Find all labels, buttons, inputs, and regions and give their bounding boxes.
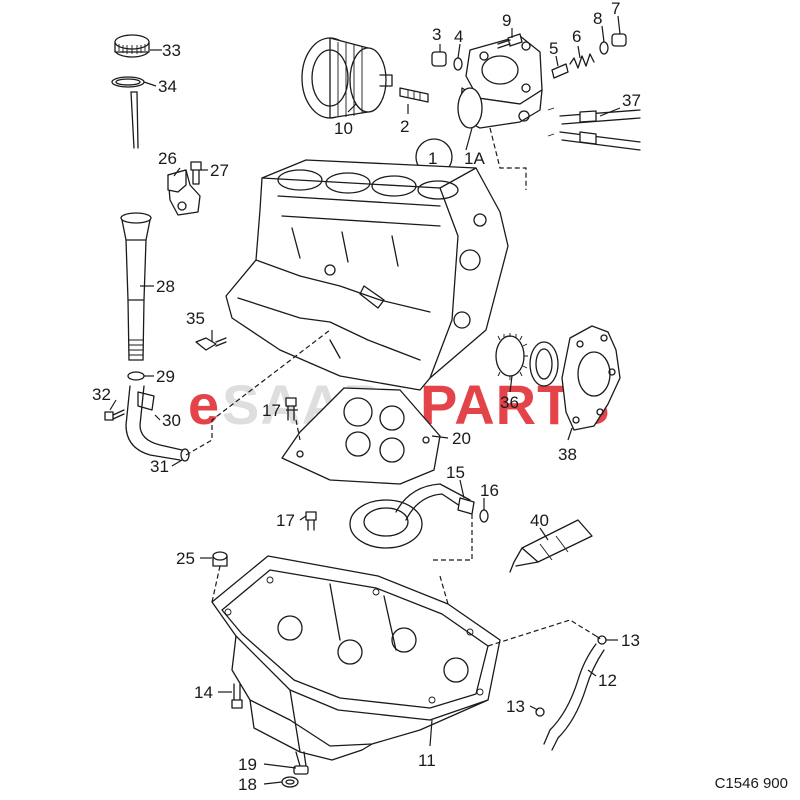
callout-7: 7: [611, 0, 620, 18]
callout-5: 5: [549, 39, 558, 58]
dipstick-bracket: [167, 169, 201, 216]
callout-29: 29: [156, 367, 175, 386]
callout-31: 31: [150, 457, 169, 476]
callout-13-upper: 13: [621, 631, 640, 650]
dipstick-tube: [120, 212, 152, 361]
crankshaft-gear: [495, 333, 528, 380]
pan-bolt: [231, 683, 243, 709]
bracket-bolt: [190, 161, 202, 185]
callout-13-lower: 13: [506, 697, 525, 716]
dipstick-lower-tube: [125, 385, 190, 462]
callout-10: 10: [334, 119, 353, 138]
o-ring: [111, 76, 145, 88]
callout-11: 11: [418, 751, 436, 770]
oil-pressure-switch: [195, 337, 227, 351]
plug-washer-8: [599, 41, 609, 55]
callout-1a: 1A: [464, 149, 485, 168]
callout-30: 30: [162, 411, 181, 430]
dipstick-rod: [130, 91, 139, 149]
tube-o-ring: [127, 371, 145, 381]
callout-6: 6: [572, 27, 581, 46]
oil-filter-housing: [457, 35, 543, 129]
callout-28: 28: [156, 277, 175, 296]
leader-lines: [109, 15, 621, 785]
callout-12: 12: [598, 671, 617, 690]
hose-clamp-upper: [597, 635, 607, 645]
callout-33: 33: [162, 41, 181, 60]
callout-15: 15: [446, 463, 465, 482]
valve-plug: [611, 33, 627, 47]
callout-38: 38: [558, 445, 577, 464]
hose-clamp-lower: [535, 707, 545, 717]
callout-8: 8: [593, 9, 602, 28]
crankshaft-seal: [529, 341, 559, 387]
drain-plug: [293, 751, 309, 775]
connection-lines: [185, 127, 603, 647]
callout-1: 1: [428, 149, 437, 168]
tube-bolt: [104, 409, 125, 421]
drain-washer: [281, 776, 299, 788]
callout-14: 14: [194, 683, 213, 702]
diagram-reference-code: C1546 900: [714, 775, 788, 792]
watermark-prefix: e: [188, 373, 220, 436]
breather-hose: [543, 643, 605, 751]
relief-valve: [551, 63, 569, 79]
baffle-bolt: [285, 397, 297, 421]
callout-4: 4: [454, 27, 463, 46]
pickup-o-ring: [479, 509, 489, 523]
callout-17-upper: 17: [262, 401, 281, 420]
baffle-plate: [281, 387, 441, 485]
oil-pan: [211, 555, 501, 761]
callout-2: 2: [400, 117, 409, 136]
callout-34: 34: [158, 77, 177, 96]
callout-32: 32: [92, 385, 111, 404]
callout-20: 20: [452, 429, 471, 448]
callout-labels: 1 1A 2 3 4 5 6 7 8 9 10 11 12 13 13 14 1…: [92, 0, 641, 794]
callout-9: 9: [502, 11, 511, 30]
callout-36: 36: [500, 393, 519, 412]
pan-plug: [212, 551, 228, 567]
oil-cooler-pipes: [547, 107, 641, 151]
callout-18: 18: [238, 775, 257, 794]
callout-37: 37: [622, 91, 641, 110]
callout-40: 40: [530, 511, 549, 530]
filter-nipple: [399, 87, 429, 103]
plug-washer: [453, 57, 463, 71]
callout-17-lower: 17: [276, 511, 295, 530]
callout-35: 35: [186, 309, 205, 328]
housing-plug: [431, 51, 447, 67]
callout-16: 16: [480, 481, 499, 500]
callout-27: 27: [210, 161, 229, 180]
sealant-tube: [509, 519, 593, 573]
oil-pickup: [349, 483, 475, 549]
callout-19: 19: [238, 755, 257, 774]
valve-spring: [569, 53, 595, 69]
callout-25: 25: [176, 549, 195, 568]
callout-26: 26: [158, 149, 177, 168]
crankshaft-cover: [561, 325, 621, 431]
engine-block: [225, 159, 509, 391]
pickup-bolt: [305, 511, 317, 531]
callout-3: 3: [432, 25, 441, 44]
oil-filter: [301, 37, 393, 119]
oil-filler-cap: [114, 34, 150, 58]
